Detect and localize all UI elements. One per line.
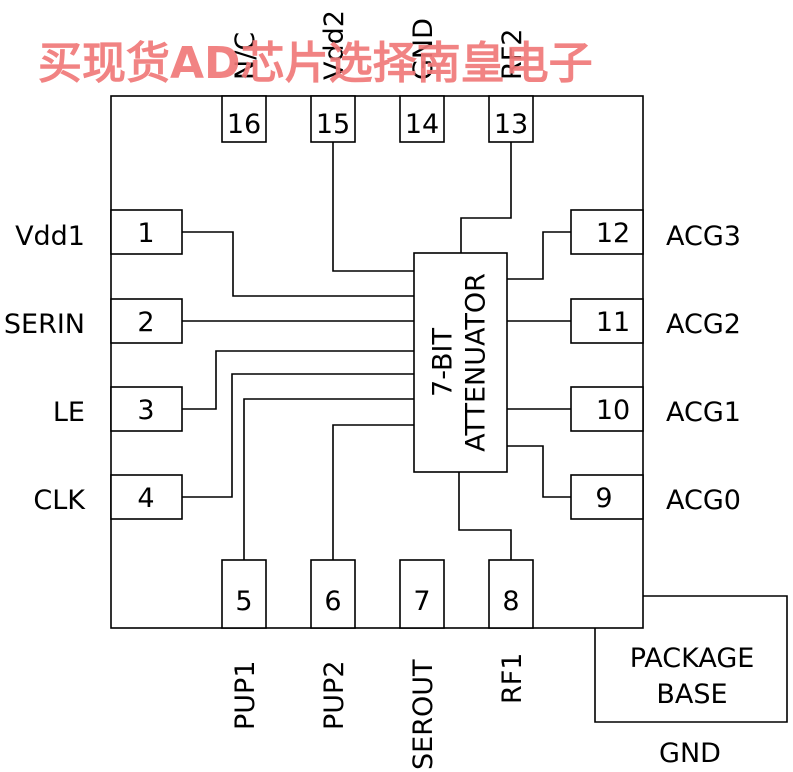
watermark-text: 买现货AD芯片选择南皇电子 (38, 38, 593, 89)
pin-8-name: RF1 (497, 653, 528, 704)
pin-3: 3 LE (53, 386, 183, 432)
pin-7-number: 7 (413, 586, 430, 617)
pin-14: 14 GND (399, 18, 445, 143)
pin-9-name: ACG0 (666, 485, 741, 516)
pin-5-number: 5 (235, 586, 252, 617)
pin-3-number: 3 (137, 395, 154, 426)
pin-2-name: SERIN (4, 309, 85, 340)
pin-3-name: LE (53, 397, 85, 428)
pin-13-number: 13 (494, 109, 528, 140)
pin-6: 6 PUP2 (310, 559, 356, 730)
internal-wiring (182, 142, 571, 560)
pin-1: 1 Vdd1 (15, 209, 183, 255)
pin-8-number: 8 (502, 586, 519, 617)
pin-15-name: Vdd2 (319, 10, 350, 80)
pin-10-number: 10 (596, 395, 630, 426)
pin-15: 15 Vdd2 (310, 10, 356, 143)
pin-8: 8 RF1 (488, 559, 534, 704)
pin-7: 7 SEROUT (399, 559, 445, 770)
pin-16-name: N/C (230, 32, 261, 80)
pin-13-name: RF2 (497, 29, 528, 80)
pin-5: 5 PUP1 (221, 559, 267, 730)
pin-4-name: CLK (33, 485, 86, 516)
pin-13: 13 RF2 (488, 29, 534, 143)
pin-11: 11 ACG2 (570, 298, 741, 344)
pin-7-name: SEROUT (408, 659, 439, 770)
chip-label-line1: 7-BIT (428, 328, 459, 397)
package-outline (110, 95, 644, 629)
attenuator-chip: 7-BIT ATTENUATOR (413, 252, 508, 473)
package-base: PACKAGE BASE GND (594, 595, 788, 769)
pin-6-number: 6 (324, 586, 341, 617)
pin-2-number: 2 (137, 307, 154, 338)
pin-12-number: 12 (596, 218, 630, 249)
pin-14-number: 14 (405, 109, 439, 140)
pin-4: 4 CLK (33, 474, 183, 520)
package-base-line2: BASE (656, 679, 727, 710)
pin-12: 12 ACG3 (570, 209, 741, 255)
pin-4-number: 4 (137, 483, 154, 514)
pin-1-number: 1 (137, 218, 154, 249)
pin-2: 2 SERIN (4, 298, 183, 344)
pin-10-name: ACG1 (666, 397, 741, 428)
pin-5-name: PUP1 (230, 660, 261, 730)
pin-16-number: 16 (227, 109, 261, 140)
pin-15-number: 15 (316, 109, 350, 140)
pin-9: 9 ACG0 (570, 474, 741, 520)
pin-11-number: 11 (596, 307, 630, 338)
pin-12-name: ACG3 (666, 221, 741, 252)
pin-10: 10 ACG1 (570, 386, 741, 432)
pin-14-name: GND (408, 18, 439, 80)
pin-9-number: 9 (595, 483, 612, 514)
pin-16: 16 N/C (221, 32, 267, 143)
pin-1-name: Vdd1 (15, 221, 85, 252)
chip-label-line2: ATTENUATOR (461, 273, 492, 452)
package-base-line1: PACKAGE (630, 643, 755, 674)
package-base-gnd: GND (659, 738, 721, 769)
pin-6-name: PUP2 (319, 660, 350, 730)
pin-11-name: ACG2 (666, 309, 741, 340)
